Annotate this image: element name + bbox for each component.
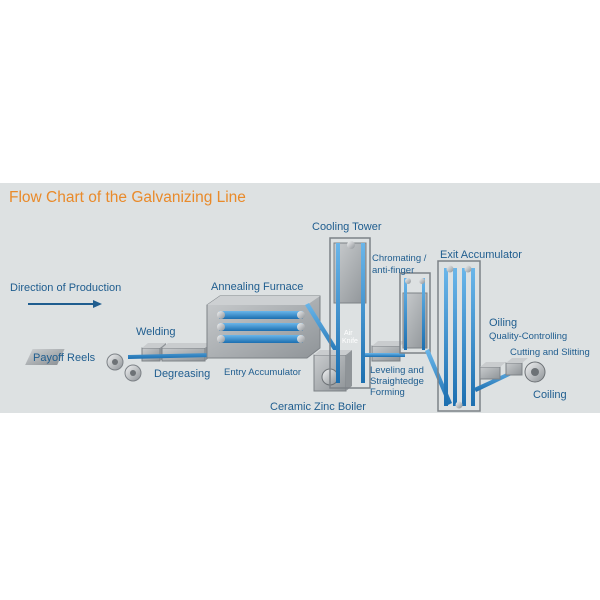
stage-oiling: Oiling — [489, 317, 517, 329]
cutting-machine — [505, 358, 528, 376]
stage-leveling-2: Straightedge — [370, 376, 424, 387]
stage-degreasing: Degreasing — [154, 368, 210, 380]
stage-leveling-3: Forming — [370, 387, 405, 398]
chromating-machine — [399, 272, 431, 354]
stage-payoff-reels: Payoff Reels — [33, 352, 96, 364]
stage-cutting-slitting: Cutting and Slitting — [510, 347, 590, 358]
stage-annealing-furnace: Annealing Furnace — [211, 281, 303, 293]
stage-cooling-tower: Cooling Tower — [312, 221, 382, 233]
exit-accumulator-machine — [437, 260, 481, 412]
arrow-right-icon — [28, 300, 102, 308]
stage-chromating-1: Chromating / — [372, 253, 427, 264]
stage-quality-controlling: Quality-Controlling — [489, 331, 567, 342]
strip-segment — [365, 353, 405, 357]
ceramic-zinc-boiler-machine — [313, 350, 352, 392]
galvanizing-flow-diagram: Flow Chart of the Galvanizing Line Direc… — [0, 183, 600, 413]
strip-segment — [128, 348, 228, 359]
degreasing-machine — [161, 343, 211, 362]
coiling-reel — [524, 361, 546, 383]
direction-label: Direction of Production — [10, 282, 121, 294]
annealing-furnace-machine — [206, 295, 321, 359]
payoff-reels-machine — [25, 349, 142, 382]
stage-air-knife-2: Knife — [342, 338, 358, 345]
stage-entry-accumulator: Entry Accumulator — [224, 367, 301, 378]
stage-chromating-2: anti-finger — [372, 265, 414, 276]
stage-air-knife-1: Air — [344, 330, 353, 337]
oiling-machine — [479, 362, 506, 380]
cooling-tower-machine — [329, 237, 371, 389]
stage-ceramic-zinc-boiler: Ceramic Zinc Boiler — [270, 401, 366, 413]
chart-title: Flow Chart of the Galvanizing Line — [9, 189, 246, 206]
strip-segment — [305, 303, 344, 361]
stage-leveling-1: Leveling and — [370, 365, 424, 376]
stage-exit-accumulator: Exit Accumulator — [440, 249, 522, 261]
stage-coiling: Coiling — [533, 389, 567, 401]
stage-welding: Welding — [136, 326, 176, 338]
